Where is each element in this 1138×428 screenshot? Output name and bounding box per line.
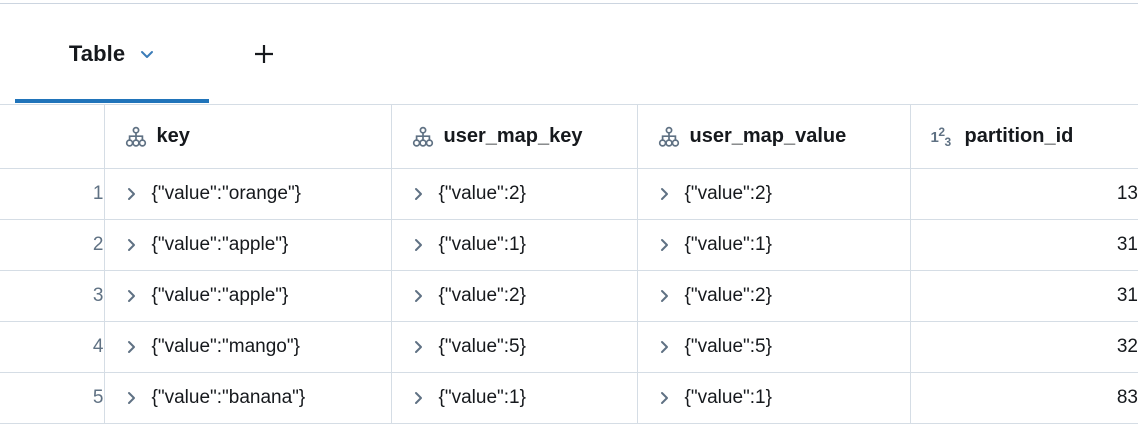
- column-header-user-map-key-label: user_map_key: [443, 125, 583, 147]
- cell-key-value: {"value":"apple"}: [151, 234, 289, 255]
- row-number: 5: [0, 372, 105, 424]
- cell-user-map-key-value: {"value":5}: [438, 336, 526, 357]
- add-tab-button[interactable]: [240, 4, 288, 104]
- cell-user-map-key[interactable]: {"value":2}: [391, 168, 638, 220]
- cell-user-map-value[interactable]: {"value":2}: [637, 270, 911, 322]
- tab-table[interactable]: Table: [15, 4, 209, 104]
- chevron-right-icon[interactable]: [125, 186, 139, 202]
- cell-user-map-key-value: {"value":1}: [438, 234, 526, 255]
- chevron-right-icon[interactable]: [412, 288, 426, 304]
- column-header-partition-id[interactable]: 123 partition_id: [910, 105, 1138, 169]
- table-row[interactable]: 1 {"value":"orange"}: [0, 168, 1138, 220]
- number-type-sub: 3: [944, 134, 952, 149]
- cell-user-map-value-value: {"value":1}: [684, 387, 772, 408]
- cell-user-map-value-value: {"value":2}: [684, 285, 772, 306]
- table-row[interactable]: 5 {"value":"banana"}: [0, 372, 1138, 424]
- cell-user-map-value-value: {"value":1}: [684, 234, 772, 255]
- chevron-right-icon[interactable]: [125, 288, 139, 304]
- tab-strip: Table: [0, 4, 1138, 104]
- cell-key-value: {"value":"banana"}: [151, 387, 306, 408]
- column-header-user-map-value-label: user_map_value: [689, 125, 847, 147]
- cell-key[interactable]: {"value":"apple"}: [104, 270, 392, 322]
- cell-key[interactable]: {"value":"apple"}: [104, 219, 392, 271]
- cell-key-value: {"value":"mango"}: [151, 336, 300, 357]
- row-number: 1: [0, 168, 105, 220]
- chevron-right-icon[interactable]: [125, 390, 139, 406]
- cell-user-map-key-value: {"value":2}: [438, 285, 526, 306]
- tab-table-label: Table: [68, 41, 126, 66]
- cell-user-map-key[interactable]: {"value":5}: [391, 321, 638, 373]
- top-divider: [0, 3, 1138, 4]
- cell-user-map-value-value: {"value":5}: [684, 336, 772, 357]
- number-type-icon: 123: [931, 125, 955, 149]
- cell-user-map-key-value: {"value":2}: [438, 183, 526, 204]
- chevron-right-icon[interactable]: [658, 339, 672, 355]
- column-header-partition-id-label: partition_id: [964, 125, 1074, 147]
- chevron-right-icon[interactable]: [658, 186, 672, 202]
- cell-user-map-key-value: {"value":1}: [438, 387, 526, 408]
- cell-user-map-value-value: {"value":2}: [684, 183, 772, 204]
- table-row[interactable]: 3 {"value":"apple"}: [0, 270, 1138, 322]
- chevron-right-icon[interactable]: [412, 186, 426, 202]
- cell-user-map-value[interactable]: {"value":5}: [637, 321, 911, 373]
- cell-user-map-key[interactable]: {"value":2}: [391, 270, 638, 322]
- row-number: 3: [0, 270, 105, 322]
- column-header-key-label: key: [156, 125, 190, 147]
- table-body: 1 {"value":"orange"}: [0, 168, 1138, 424]
- results-table: key: [0, 105, 1138, 424]
- cell-key[interactable]: {"value":"orange"}: [104, 168, 392, 220]
- cell-key-value: {"value":"orange"}: [151, 183, 302, 204]
- cell-user-map-value[interactable]: {"value":1}: [637, 372, 911, 424]
- number-type-sup: 2: [938, 124, 945, 139]
- struct-icon: [125, 126, 147, 148]
- chevron-right-icon[interactable]: [125, 237, 139, 253]
- cell-partition-id[interactable]: 32: [910, 321, 1138, 373]
- chevron-right-icon[interactable]: [412, 339, 426, 355]
- table-header: key: [0, 105, 1138, 169]
- chevron-right-icon[interactable]: [125, 339, 139, 355]
- chevron-right-icon[interactable]: [658, 390, 672, 406]
- table-header-row: key: [0, 105, 1138, 169]
- chevron-right-icon[interactable]: [658, 288, 672, 304]
- table-row[interactable]: 2 {"value":"apple"}: [0, 219, 1138, 271]
- cell-user-map-value[interactable]: {"value":1}: [637, 219, 911, 271]
- row-number-header: [0, 105, 105, 169]
- row-number: 2: [0, 219, 105, 271]
- struct-icon: [412, 126, 434, 148]
- cell-partition-id[interactable]: 31: [910, 219, 1138, 271]
- cell-user-map-key[interactable]: {"value":1}: [391, 219, 638, 271]
- cell-key[interactable]: {"value":"mango"}: [104, 321, 392, 373]
- cell-partition-id[interactable]: 83: [910, 372, 1138, 424]
- chevron-right-icon[interactable]: [658, 237, 672, 253]
- chevron-down-icon[interactable]: [139, 46, 155, 62]
- cell-key[interactable]: {"value":"banana"}: [104, 372, 392, 424]
- number-type-base: 1: [930, 128, 939, 146]
- table-row[interactable]: 4 {"value":"mango"}: [0, 321, 1138, 373]
- cell-partition-id[interactable]: 13: [910, 168, 1138, 220]
- column-header-key[interactable]: key: [104, 105, 392, 169]
- struct-icon: [658, 126, 680, 148]
- plus-icon: [251, 41, 277, 67]
- cell-user-map-key[interactable]: {"value":1}: [391, 372, 638, 424]
- cell-key-value: {"value":"apple"}: [151, 285, 289, 306]
- row-number: 4: [0, 321, 105, 373]
- chevron-right-icon[interactable]: [412, 237, 426, 253]
- results-table-container: key: [0, 104, 1138, 428]
- active-tab-indicator: [15, 99, 209, 103]
- chevron-right-icon[interactable]: [412, 390, 426, 406]
- column-header-user-map-value[interactable]: user_map_value: [637, 105, 911, 169]
- cell-user-map-value[interactable]: {"value":2}: [637, 168, 911, 220]
- cell-partition-id[interactable]: 31: [910, 270, 1138, 322]
- column-header-user-map-key[interactable]: user_map_key: [391, 105, 638, 169]
